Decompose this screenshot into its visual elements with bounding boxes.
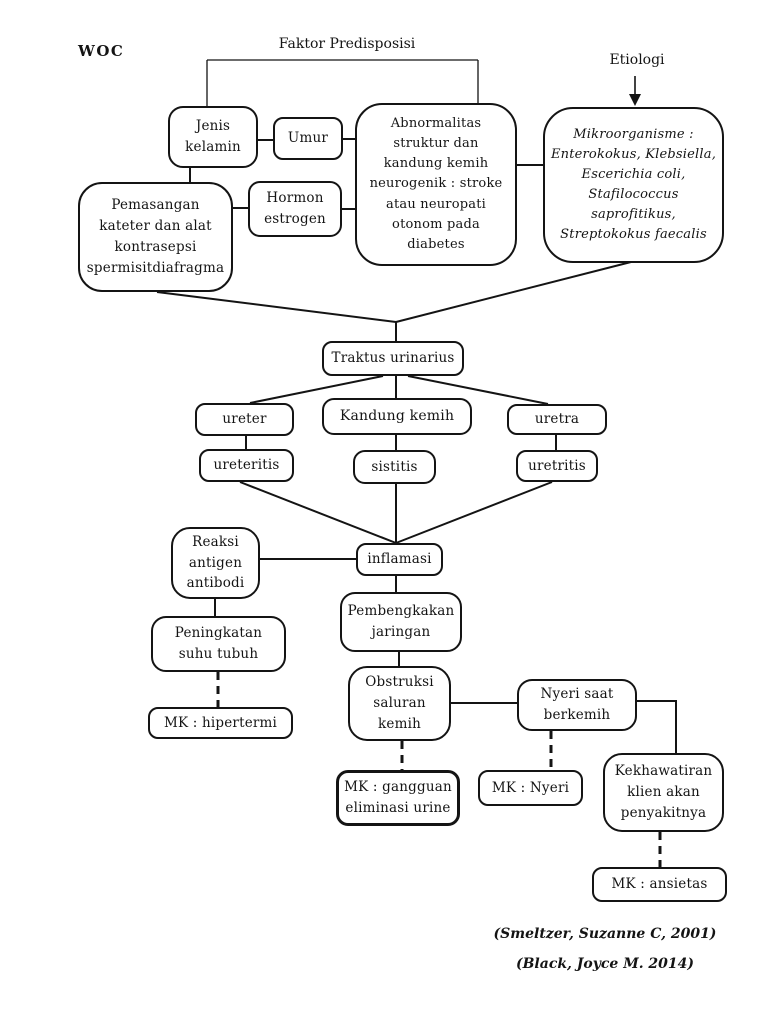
node-jenis-kelamin: Jenis kelamin <box>168 106 258 168</box>
etiologi-arrow <box>629 76 641 106</box>
node-pemasangan-kateter: Pemasangan kateter dan alat kontrasepsi … <box>78 182 233 292</box>
faktor-predisposisi-label: Faktor Predisposisi <box>278 36 416 52</box>
faktor-predisposisi-bracket <box>206 59 479 106</box>
node-ureter: ureter <box>195 403 294 436</box>
edge-traktus-uretra <box>407 375 549 405</box>
node-kekhawatiran-klien: Kekhawatiran klien akan penyakitnya <box>603 753 724 832</box>
node-ureteritis: ureteritis <box>199 449 294 482</box>
edge-uretritis-inflamasi <box>395 481 553 544</box>
node-sistitis: sistitis <box>353 450 436 484</box>
node-reaksi-antigen-antibodi: Reaksi antigen antibodi <box>171 527 260 599</box>
node-mk-nyeri: MK : Nyeri <box>478 770 583 806</box>
node-mk-gangguan-eliminasi-urine: MK : gangguan eliminasi urine <box>336 770 460 826</box>
node-uretritis: uretritis <box>516 450 598 482</box>
node-inflamasi: inflamasi <box>356 543 443 576</box>
node-mk-hipertermi: MK : hipertermi <box>148 707 293 739</box>
dashed-connectors <box>216 672 662 867</box>
node-hormon-estrogen: Hormon estrogen <box>248 181 342 237</box>
node-peningkatan-suhu-tubuh: Peningkatan suhu tubuh <box>151 616 286 672</box>
etiologi-label: Etiologi <box>609 52 665 68</box>
node-umur: Umur <box>273 117 343 160</box>
edge-ureteritis-inflamasi <box>239 481 397 544</box>
node-mk-ansietas: MK : ansietas <box>592 867 727 902</box>
node-nyeri-saat-berkemih: Nyeri saat berkemih <box>517 679 637 731</box>
node-uretra: uretra <box>507 404 607 435</box>
solid-connectors <box>156 138 677 753</box>
node-kandung-kemih: Kandung kemih <box>322 398 472 435</box>
woc-title: WOC <box>78 42 125 60</box>
node-abnormalitas-struktur: Abnormalitas struktur dan kandung kemih … <box>355 103 517 266</box>
node-pembengkakan-jaringan: Pembengkakan jaringan <box>340 592 462 652</box>
node-mikroorganisme: Mikroorganisme : Enterokokus, Klebsiella… <box>543 107 724 263</box>
edge-nyeri-kekhawatiran <box>637 700 677 753</box>
citation-smeltzer: (Smeltzer, Suzanne C, 2001) <box>493 926 717 942</box>
edge-traktus-ureter <box>249 375 384 404</box>
edge-mikro-converge <box>395 261 632 323</box>
edge-pemasangan-converge <box>156 291 397 323</box>
citation-black: (Black, Joyce M. 2014) <box>515 956 695 972</box>
node-obstruksi-saluran-kemih: Obstruksi saluran kemih <box>348 666 451 741</box>
node-traktus-urinarius: Traktus urinarius <box>322 341 464 376</box>
